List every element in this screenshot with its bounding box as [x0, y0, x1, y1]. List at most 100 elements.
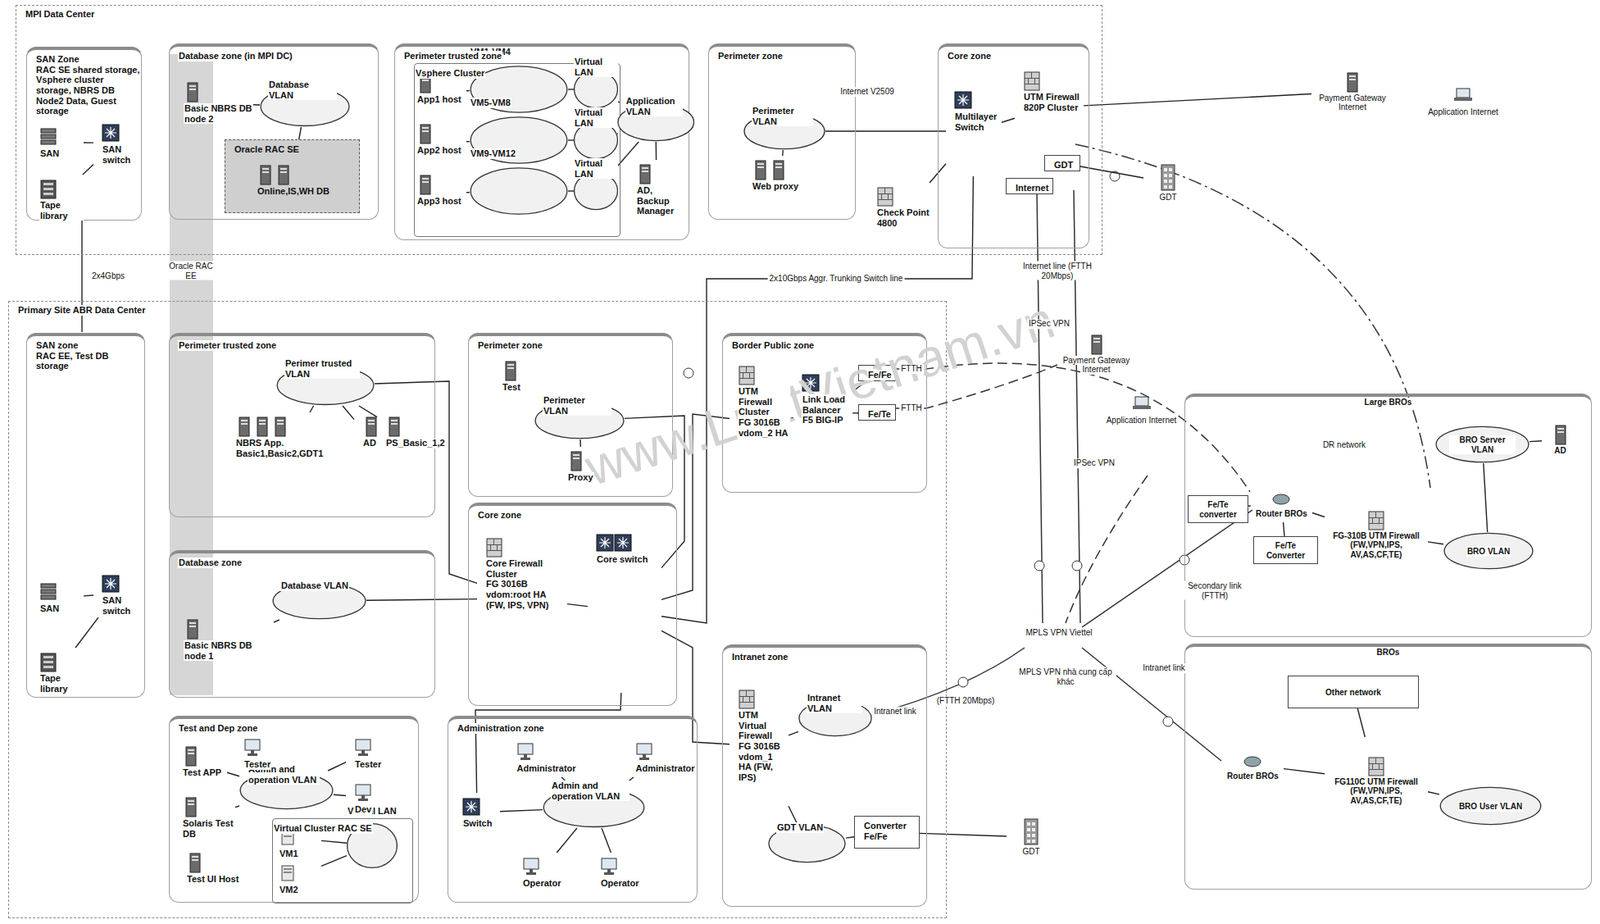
- icon-part: [422, 181, 429, 183]
- network-link: [618, 101, 620, 103]
- icon-part: [260, 165, 271, 185]
- vlan-ellipse: Admin and operation VLAN: [239, 770, 334, 810]
- icon-part: [187, 749, 195, 751]
- text-holder: Fe/Te: [867, 408, 892, 420]
- icon-part: [240, 419, 248, 422]
- zone-box: Core zoneMultilayer SwitchUTM Firewall 8…: [937, 43, 1090, 249]
- vlan-ellipse: Database VLAN: [272, 581, 367, 620]
- icon-part: [505, 361, 516, 381]
- icon-part: [604, 872, 614, 875]
- text-holder: Core switch: [595, 531, 649, 565]
- bd-icon: [1022, 817, 1041, 847]
- node-text: FG 3016B vdom:root HA (FW, IPS, VPN): [485, 578, 568, 610]
- icon-part: [259, 419, 266, 422]
- icon-part: [1454, 97, 1473, 101]
- icon-part: [1093, 340, 1100, 343]
- text-holder: App3 host: [416, 173, 467, 214]
- icon-part: [187, 82, 198, 102]
- icon-part: [757, 163, 764, 165]
- network-link: [475, 692, 622, 793]
- icon-part: [40, 180, 56, 199]
- network-link: [466, 90, 470, 92]
- network-link: [273, 619, 280, 623]
- node-text: F5 BIG-IP: [801, 414, 845, 426]
- sw-icon: [101, 573, 120, 596]
- icon-group: [187, 82, 198, 102]
- icon-part: [490, 545, 491, 550]
- node-text: Internet: [1014, 182, 1050, 194]
- text-holder: GDT: [1021, 817, 1041, 857]
- icon-part: [1349, 75, 1356, 78]
- icon-part: [262, 168, 269, 170]
- node-text: Intranet zone: [731, 651, 789, 663]
- icon-group: [463, 798, 480, 815]
- node-text: UTM Virtual Firewall: [737, 709, 789, 741]
- node-text: Administration zone: [456, 722, 546, 734]
- icon-group: [366, 417, 377, 437]
- network-link: [359, 405, 378, 418]
- icon-part: [954, 91, 972, 109]
- icon-part: [1024, 77, 1040, 79]
- network-link: [466, 191, 470, 194]
- icon-part: [283, 831, 292, 834]
- icon-group: [190, 853, 200, 873]
- oracle-rac-band: [169, 54, 214, 696]
- text-holder: Database VLAN: [268, 78, 337, 100]
- icon-part: [529, 868, 533, 873]
- node-text: Application VLAN: [625, 95, 683, 117]
- note-label: 2x4Gbps: [90, 271, 127, 282]
- node-text: Core Firewall Cluster: [485, 558, 568, 579]
- node-text: AD: [362, 437, 378, 449]
- sw-icon: [595, 532, 632, 555]
- zone-box: Database zone (in MPI DC)Database VLANBa…: [168, 43, 379, 220]
- node-text: Fe/Te: [867, 409, 892, 420]
- text-holder: Fe/Fe: [867, 368, 893, 381]
- icon-group: [1272, 494, 1290, 505]
- small-box: Internet: [1005, 177, 1054, 195]
- text-holder: Other network: [1324, 686, 1382, 698]
- device-node: Tape library: [31, 174, 84, 223]
- zone-box: Administration zoneSwitchAdmin and opera…: [447, 715, 698, 903]
- node-text: SAN switch: [101, 595, 140, 616]
- text-holder: GDT: [1158, 163, 1178, 203]
- icon-part: [1555, 425, 1566, 445]
- icon-group: [523, 858, 539, 875]
- text-holder: Converter Fe/Fe: [863, 819, 919, 841]
- text-holder: FG110C UTM Firewall (FW,VPN,IPS, AV,AS,C…: [1324, 754, 1428, 806]
- icon-part: [526, 872, 537, 875]
- node-text: Border Public zone: [731, 340, 815, 351]
- device-node: SAN: [31, 122, 84, 163]
- text-holder: Intranet zone: [731, 650, 789, 663]
- device-node: SAN switch: [93, 118, 140, 167]
- vlan-ellipse: Perimeter VLAN: [743, 112, 826, 150]
- text-holder: SAN: [39, 581, 60, 614]
- small-box: Fe/Te converter: [1187, 495, 1249, 523]
- icon-part: [507, 363, 514, 366]
- text-holder: Perimer trusted VLAN: [284, 357, 360, 379]
- icon-part: [186, 797, 196, 817]
- icon-group: [1454, 88, 1473, 101]
- node-text: GDT: [1053, 159, 1074, 171]
- icon-part: [1349, 78, 1356, 81]
- network-link: [1427, 791, 1440, 795]
- network-link: [1080, 166, 1144, 178]
- vlan-ellipse: Perimer trusted VLAN: [276, 364, 375, 406]
- icon-part: [572, 457, 580, 460]
- node-text: UTM Firewall 820P Cluster: [1022, 91, 1084, 113]
- icon-part: [361, 795, 365, 799]
- text-holder: Solaris Test DB: [181, 795, 236, 839]
- icon-part: [1091, 335, 1102, 355]
- icon-group: [275, 417, 286, 437]
- network-link: [83, 141, 94, 143]
- text-holder: Perimeter VLAN: [751, 104, 814, 127]
- site-region: MPI Data CenterSAN ZoneRAC SE shared sto…: [15, 4, 1103, 255]
- sv-icon: [183, 81, 202, 104]
- node-text: AD, Backup Manager: [636, 185, 686, 217]
- network-link: [235, 805, 240, 808]
- network-link: [466, 140, 470, 143]
- note-label: (FTTH 20Mbps): [935, 695, 997, 706]
- device-node: Online,IS,WH DB: [248, 160, 339, 206]
- network-link: [845, 836, 855, 838]
- vlan-ellipse: Virtual LAN: [573, 69, 619, 110]
